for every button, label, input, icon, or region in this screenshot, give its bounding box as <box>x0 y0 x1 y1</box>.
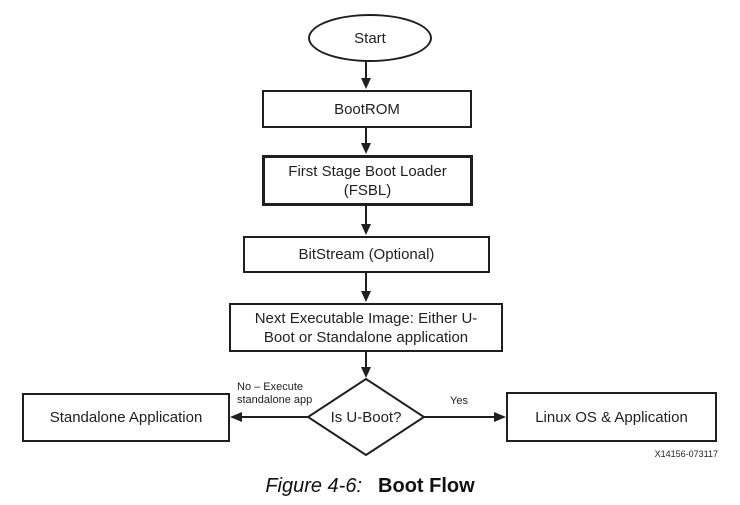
arrow-down-icon <box>361 291 371 302</box>
arrow-decision-to-linux-line <box>424 416 494 418</box>
arrow-down-icon <box>361 367 371 378</box>
next-executable-label-line1: Next Executable Image: Either U- <box>254 309 478 327</box>
arrow-down-icon <box>361 78 371 89</box>
bitstream-node-label: BitStream (Optional) <box>298 246 435 263</box>
yes-branch-label: Yes <box>450 395 468 407</box>
arrow-start-to-bootrom-line <box>365 62 367 78</box>
start-node: Start <box>308 14 432 62</box>
start-node-label: Start <box>354 29 386 47</box>
fsbl-node-label-line2: (FSBL) <box>343 181 392 199</box>
arrow-left-icon <box>230 412 242 422</box>
diamond-shape-icon <box>306 377 426 457</box>
next-executable-image-node: Next Executable Image: Either U- Boot or… <box>229 303 503 352</box>
figure-caption-title: Boot Flow <box>378 475 475 497</box>
next-executable-label-line2: Boot or Standalone application <box>263 328 469 346</box>
figure-caption: Figure 4-6: Boot Flow <box>0 475 740 498</box>
standalone-application-node: Standalone Application <box>22 393 230 442</box>
linux-os-application-node: Linux OS & Application <box>506 392 717 442</box>
no-branch-label-line1: No – Execute <box>237 381 304 393</box>
arrow-down-icon <box>361 224 371 235</box>
decision-diamond <box>306 377 426 457</box>
linux-os-application-label: Linux OS & Application <box>535 408 688 426</box>
arrow-right-icon <box>494 412 506 422</box>
bitstream-node: BitStream (Optional) <box>243 236 490 273</box>
bootrom-node: BootROM <box>262 90 472 128</box>
fsbl-node: First Stage Boot Loader (FSBL) <box>262 155 473 206</box>
arrow-bitstream-to-next-line <box>365 273 367 291</box>
arrow-decision-to-standalone-line <box>242 416 308 418</box>
figure-caption-label: Figure 4-6: <box>265 475 363 497</box>
fsbl-node-label-line1: First Stage Boot Loader <box>288 162 447 180</box>
no-branch-label-line2: standalone app <box>237 394 313 406</box>
arrow-bootrom-to-fsbl-line <box>365 128 367 143</box>
arrow-next-to-decision-line <box>365 352 367 367</box>
no-branch-label: No – Execute standalone app <box>237 381 312 407</box>
arrow-down-icon <box>361 143 371 154</box>
arrow-fsbl-to-bitstream-line <box>365 206 367 224</box>
bootrom-node-label: BootROM <box>334 100 400 118</box>
standalone-application-label: Standalone Application <box>49 409 203 426</box>
part-number: X14156-073117 <box>654 449 718 459</box>
decision-diamond-label: Is U-Boot? <box>330 408 402 426</box>
